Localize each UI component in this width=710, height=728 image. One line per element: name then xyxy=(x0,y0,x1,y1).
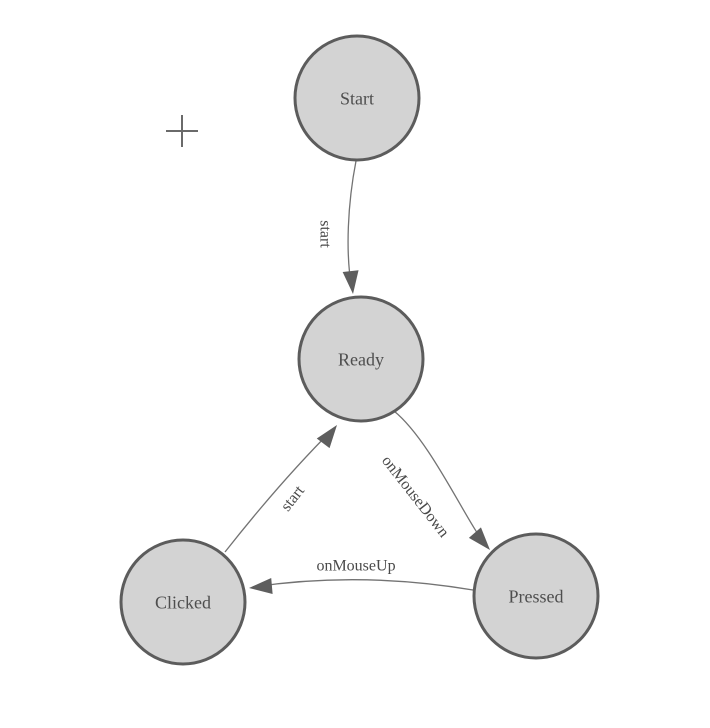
edge-start-to-ready[interactable]: start xyxy=(316,160,361,295)
state-node-pressed[interactable]: Pressed xyxy=(472,532,600,660)
state-node-clicked[interactable]: Clicked xyxy=(119,538,247,666)
arrowhead-icon xyxy=(249,578,273,594)
edge-ready-to-pressed[interactable]: onMouseDown xyxy=(378,410,496,555)
edge-path[interactable] xyxy=(252,579,474,591)
state-node-ready[interactable]: Ready xyxy=(297,295,425,423)
arrowhead-icon xyxy=(342,270,359,294)
edge-path[interactable] xyxy=(347,160,357,291)
edge-clicked-to-ready[interactable]: start xyxy=(224,420,343,553)
state-label-ready: Ready xyxy=(338,349,384,369)
state-label-pressed: Pressed xyxy=(509,586,564,606)
state-circle-start[interactable] xyxy=(293,34,421,162)
state-circle-pressed[interactable] xyxy=(472,532,600,660)
edge-label-start: start xyxy=(316,220,333,248)
state-label-start: Start xyxy=(340,88,374,108)
edge-label-onmouseup: onMouseUp xyxy=(316,558,395,575)
state-circle-clicked[interactable] xyxy=(119,538,247,666)
edge-label-onmousedown: onMouseDown xyxy=(378,453,452,541)
arrowhead-icon xyxy=(316,425,337,449)
state-circle-ready[interactable] xyxy=(297,295,425,423)
state-label-clicked: Clicked xyxy=(155,592,211,612)
origin-crosshair-icon xyxy=(166,115,198,147)
state-node-start[interactable]: Start xyxy=(293,34,421,162)
edge-path[interactable] xyxy=(224,428,334,553)
edge-pressed-to-clicked[interactable]: onMouseUp xyxy=(248,558,474,596)
edge-label-start-2: start xyxy=(278,482,309,515)
arrowhead-icon xyxy=(468,527,490,550)
